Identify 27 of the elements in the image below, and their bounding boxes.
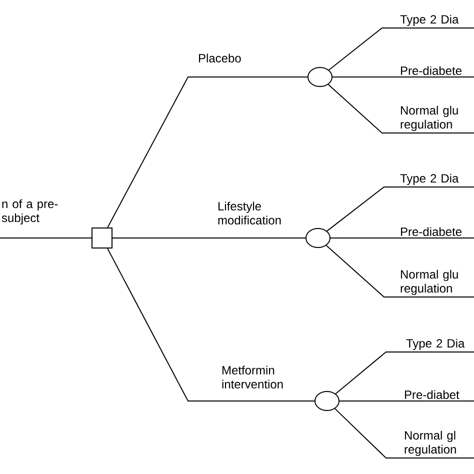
outcome-label: Pre-diabete [401,227,462,236]
outcome-label: Pre-diabete [401,66,462,75]
outcome-label: Normal glu regulation [400,270,458,295]
chance-circle [308,67,332,87]
edge-label: n of a pre- subject [2,199,58,224]
branch-line [332,76,474,78]
outcome-label: Type 2 Dia [400,14,459,26]
branch-line [326,244,474,298]
branch-line [334,408,474,458]
outcome-label: Type 2 Dia [406,338,465,350]
edge-label: Lifestyle modification [218,202,281,224]
branch-line [335,352,474,394]
outcome-label: Pre-diabet [405,390,460,399]
outcome-label: Normal gl regulation [404,430,456,456]
branch-line [328,84,474,134]
outcome-label: Normal glu regulation [400,106,458,131]
branch-line [326,186,474,232]
branch-line [107,76,308,228]
edge-label: Placebo [199,54,241,62]
chance-circle [314,391,340,411]
chance-circle [306,228,330,248]
decision-square [92,228,112,248]
branch-line [107,248,315,402]
branch-line [328,28,474,70]
edge-label: Metformin intervention [222,366,283,388]
outcome-label: Type 2 Dia [400,174,459,185]
branch-line [339,400,474,402]
